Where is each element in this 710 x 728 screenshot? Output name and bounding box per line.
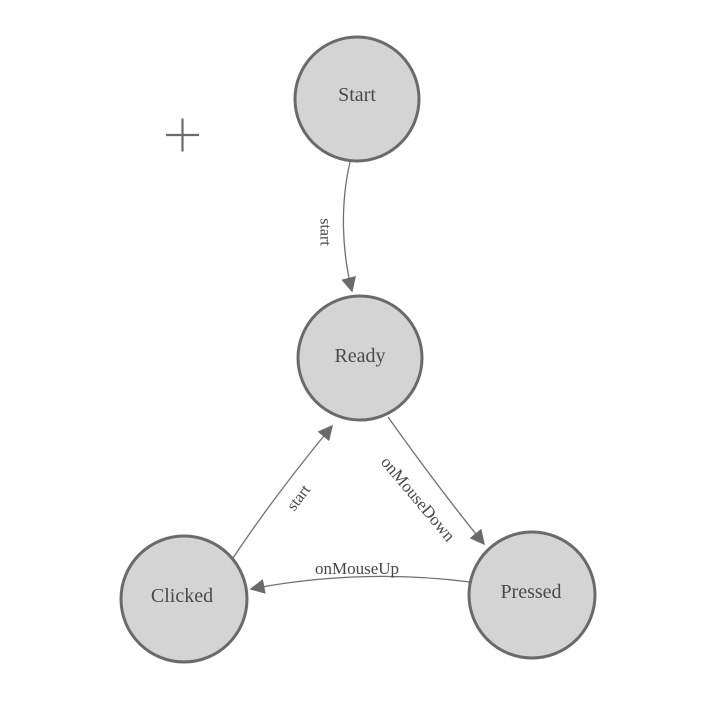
edge-start-to-ready: start — [317, 161, 356, 293]
node-clicked-circle[interactable] — [119, 534, 249, 664]
node-start-circle[interactable] — [293, 35, 421, 163]
edge-label-start-2: start — [284, 481, 314, 514]
edge-label-start-1: start — [317, 218, 334, 246]
edge-ready-to-pressed-path[interactable] — [387, 416, 485, 546]
edge-clicked-to-ready: start — [232, 424, 333, 559]
edge-pressed-to-clicked: onMouseUp — [249, 559, 471, 594]
node-pressed: Pressed — [467, 530, 597, 660]
node-pressed-circle[interactable] — [467, 530, 597, 660]
edge-start-to-ready-path[interactable] — [341, 161, 356, 293]
edge-ready-to-pressed: onMouseDown — [377, 416, 485, 546]
edge-pressed-to-clicked-path[interactable] — [249, 575, 471, 594]
node-clicked: Clicked — [119, 534, 249, 664]
edge-label-onmouseup: onMouseUp — [315, 559, 399, 578]
edge-label-onmousedown: onMouseDown — [377, 453, 459, 546]
node-ready-circle[interactable] — [296, 294, 424, 422]
node-ready: Ready — [296, 294, 424, 422]
edge-clicked-to-ready-path[interactable] — [232, 424, 333, 559]
node-start: Start — [293, 35, 421, 163]
crosshair-icon — [166, 118, 199, 152]
